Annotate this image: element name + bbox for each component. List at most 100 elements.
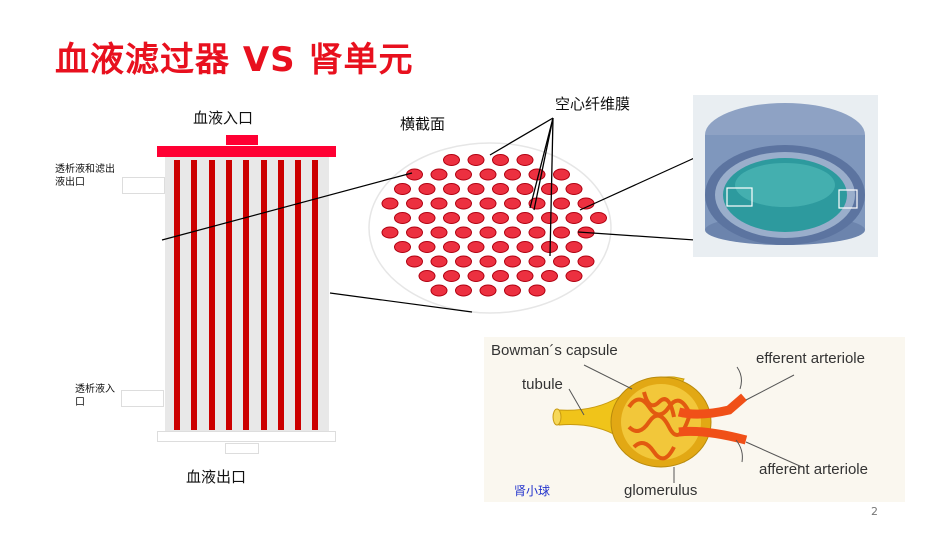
fiber-cross-section [394, 183, 411, 195]
hollow-fiber [208, 160, 215, 430]
fiber-cross-section [406, 255, 423, 268]
efferent-arteriole-label: efferent arteriole [756, 350, 865, 367]
fiber-cross-section [418, 270, 436, 282]
fiber-cross-section [492, 183, 509, 195]
fiber-cross-section [479, 168, 497, 181]
dialysate-inlet-port [121, 390, 164, 407]
renal-corpuscle-caption: 肾小球 [514, 484, 551, 498]
fiber-cross-section [381, 197, 399, 210]
blood-outlet-label: 血液出口 [186, 468, 247, 486]
fiber-cross-section [504, 197, 521, 210]
fiber-cross-section [577, 255, 595, 268]
dialysate-inlet-label: 透析液入口 [75, 384, 115, 408]
blood-inlet-label: 血液入口 [193, 109, 254, 127]
hollow-fiber [295, 160, 302, 430]
fiber-cross-section [516, 183, 534, 195]
fiber-cross-section [479, 197, 497, 210]
fiber-cross-section [541, 183, 558, 195]
fiber-cross-section [504, 255, 521, 268]
blood-outlet-port [225, 443, 259, 454]
dialysate-outlet-label: 透析液和滤出液出口 [55, 164, 115, 188]
hollow-fiber [243, 160, 250, 430]
fiber-cross-section [430, 255, 448, 268]
fiber-cross-section [565, 183, 583, 195]
dialysate-outlet-port [122, 177, 165, 194]
fiber-cross-section [528, 226, 546, 239]
fiber-cross-section [394, 241, 411, 253]
fiber-cross-section [455, 255, 472, 268]
bottom-cap [157, 431, 336, 442]
fiber-cross-section [516, 241, 534, 253]
fiber-cross-section [479, 284, 497, 297]
fiber-cross-section [516, 270, 534, 282]
fiber-cross-section [394, 212, 411, 224]
fiber-cross-section [565, 270, 583, 282]
fiber-cross-section [479, 255, 497, 268]
fiber-cross-section [406, 197, 423, 210]
fiber-cross-section [492, 270, 509, 282]
membrane-label: 空心纤维膜 [555, 95, 631, 113]
afferent-arteriole-label: afferent arteriole [759, 461, 868, 478]
hollow-fiber [225, 160, 232, 430]
fiber-cross-section [381, 226, 399, 239]
blood-inlet-port [226, 135, 258, 145]
membrane-pointer-arrows [489, 117, 554, 257]
cross-section-label: 横截面 [400, 115, 446, 133]
fiber-cross-section [553, 168, 570, 181]
fiber-cross-section [590, 212, 607, 224]
fiber-cross-section [492, 212, 509, 224]
fiber-cross-section [418, 241, 436, 253]
fiber-cross-section [565, 212, 583, 224]
fiber-cross-section [418, 212, 436, 224]
fiber-cross-section [528, 255, 546, 268]
tubule-label: tubule [522, 376, 563, 393]
fiber-cross-section [430, 197, 448, 210]
hollow-fiber [191, 160, 198, 430]
fiber-cross-section [418, 183, 436, 195]
fiber-cross-section [455, 226, 472, 239]
fiber-cross-section [443, 212, 460, 224]
fiber-cross-section [467, 183, 485, 195]
hollow-fiber-photo [693, 95, 878, 257]
fiber-cross-section [541, 270, 558, 282]
top-cap [157, 146, 336, 157]
hollow-fiber [174, 160, 180, 430]
fiber-cross-section [406, 168, 423, 181]
hollow-fiber [277, 160, 284, 430]
fiber-cross-section [430, 168, 448, 181]
fiber-cross-section [504, 284, 521, 297]
fiber-cross-section [443, 270, 460, 282]
fiber-cross-section [541, 212, 558, 224]
fiber-cross-section [455, 197, 472, 210]
fiber-cross-section [430, 284, 448, 297]
fiber-cross-section [430, 226, 448, 239]
cross-section-outline [368, 142, 612, 314]
fiber-cross-section [443, 183, 460, 195]
fiber-cross-section [467, 212, 485, 224]
fiber-cross-section [492, 241, 509, 253]
fiber-cross-section [467, 270, 485, 282]
bowman-capsule-label: Bowman´s capsule [491, 342, 618, 359]
slide-title: 血液滤过器 VS 肾单元 [55, 40, 414, 80]
fiber-cross-section [528, 284, 546, 297]
fiber-cross-section [467, 241, 485, 253]
fiber-cross-section [455, 168, 472, 181]
fiber-cross-section [455, 284, 472, 297]
fiber-cross-section [467, 154, 485, 166]
fiber-cross-section [516, 154, 534, 166]
fiber-cross-section [504, 226, 521, 239]
fiber-cross-section [565, 241, 583, 253]
connector-lines [161, 149, 783, 313]
fiber-cross-section [516, 212, 534, 224]
fiber-cross-section [443, 241, 460, 253]
glomerulus-label: glomerulus [624, 482, 698, 499]
fiber-cross-section [443, 154, 460, 166]
fiber-cross-section [479, 226, 497, 239]
page-number: 2 [871, 505, 878, 518]
hollow-fiber [260, 160, 267, 430]
hollow-fiber [312, 160, 319, 430]
glomerulus-diagram: Bowman´s capsule tubule efferent arterio… [484, 337, 905, 502]
fiber-cross-section [504, 168, 521, 181]
fiber-cross-section [553, 197, 570, 210]
